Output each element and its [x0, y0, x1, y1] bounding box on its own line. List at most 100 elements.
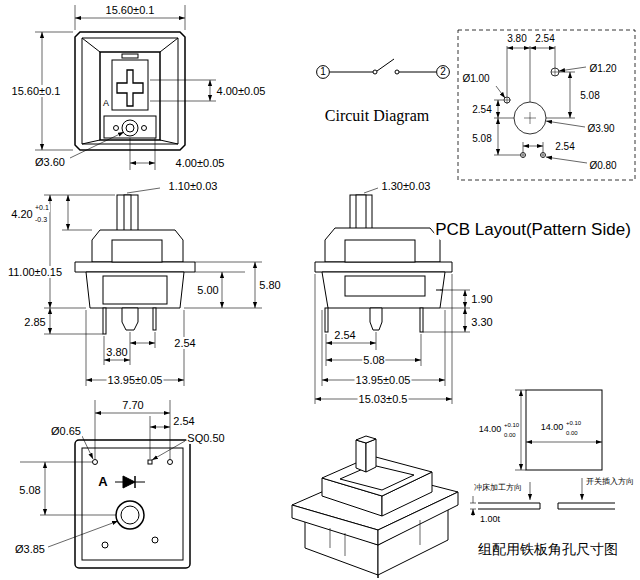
- switch-3d-view: [366, 439, 376, 472]
- dimension-label: 1.00t: [479, 515, 501, 525]
- dimension-label: 3.30: [470, 316, 493, 328]
- switch-top-view: [100, 52, 160, 140]
- dimension-line: [104, 332, 155, 365]
- dimension-line: [523, 142, 543, 152]
- polarity-mark: A: [102, 99, 110, 109]
- switch-side-view: [325, 228, 440, 262]
- switch-3d-view: [377, 575, 379, 578]
- switch-3d-view: [292, 505, 378, 545]
- dimension-line: [507, 48, 530, 49]
- dimension-label: 4.20: [10, 208, 33, 220]
- switch-top-view: [122, 54, 138, 58]
- section-heading: Circuit Diagram: [324, 107, 430, 125]
- pcb-layout: [458, 30, 635, 180]
- plate-cutout: [478, 503, 615, 509]
- dimension-line: [559, 67, 586, 71]
- switch-bottom-view: [123, 476, 135, 488]
- switch-bottom-view: [93, 460, 98, 465]
- dimension-line: [50, 308, 51, 334]
- dimension-label: 2.54: [172, 415, 195, 427]
- dimension-label: 4.00±0.05: [175, 157, 226, 169]
- dimension-line: [582, 478, 583, 500]
- switch-symbol: [330, 59, 436, 74]
- dimension-line: [150, 427, 170, 428]
- pcb-layout: [458, 30, 635, 180]
- dimension-line: [494, 46, 587, 163]
- switch-top-view: [112, 60, 148, 110]
- diameter-label: Ø0.80: [588, 160, 617, 171]
- switch-front-view: [75, 195, 195, 334]
- dimension-line: [44, 188, 262, 386]
- direction-note: 开关插入方向: [585, 478, 635, 487]
- dimension-label: 15.60±0.1: [11, 85, 62, 97]
- switch-symbol: [373, 70, 377, 74]
- dimension-line: [82, 436, 93, 459]
- switch-bottom-view: [168, 460, 173, 465]
- switch-front-view: [86, 272, 184, 308]
- dimension-line: [130, 343, 155, 344]
- dimension-label: 1.10±0.03: [168, 180, 219, 192]
- dimension-line: [530, 482, 531, 500]
- direction-note: 冲床加工方向: [473, 484, 523, 493]
- diameter-label: Ø1.20: [588, 63, 617, 74]
- switch-3d-view: [356, 440, 366, 472]
- dimension-label: 2.54: [333, 329, 356, 341]
- dimension-label: SQ0.50: [186, 432, 225, 444]
- switch-bottom-view: [102, 542, 108, 548]
- tolerance-label: +0.10: [565, 420, 582, 427]
- dimension-line: [45, 462, 46, 515]
- dimension-line: [86, 310, 184, 386]
- switch-3d-view: [322, 456, 432, 496]
- dimension-line: [521, 390, 522, 470]
- dimension-line: [222, 272, 223, 308]
- dimension-line: [530, 48, 555, 49]
- dimension-label: 2.54: [534, 33, 555, 44]
- dimension-line: [35, 5, 216, 170]
- dimension-line: [507, 46, 555, 102]
- dimension-label: 14.00: [540, 423, 565, 433]
- dimension-label: 3.80: [105, 346, 128, 358]
- tolerance-label: 0.00: [503, 432, 517, 439]
- diameter-label: Ø0.65: [50, 425, 82, 437]
- switch-top-view: [75, 32, 185, 150]
- switch-symbol: [377, 59, 394, 71]
- terminal-outline: [317, 66, 330, 79]
- switch-side-view: [345, 240, 415, 262]
- dimension-label: 5.08: [471, 133, 492, 144]
- terminal-outline: [437, 66, 450, 79]
- tolerance-label: +0.10: [503, 422, 520, 429]
- tolerance-label: -0.3: [34, 216, 48, 224]
- dimension-line: [35, 5, 216, 170]
- switch-side-view: [315, 195, 452, 332]
- switch-3d-view: [356, 436, 376, 443]
- dimension-line: [546, 157, 587, 163]
- terminal-number: 2: [440, 67, 446, 77]
- switch-front-view: [122, 308, 138, 330]
- switch-top-view: [126, 124, 134, 132]
- dimension-line: [546, 72, 575, 118]
- dimension-line: [364, 188, 378, 193]
- dimension-label: 15.03±0.5: [358, 393, 409, 405]
- switch-3d-view: [340, 465, 414, 490]
- switch-side-view: [315, 262, 452, 272]
- dimension-label: 2.85: [23, 316, 46, 328]
- dimension-line: [152, 441, 185, 460]
- dimension-label: 5.80: [258, 279, 281, 291]
- dimension-line: [184, 262, 262, 308]
- terminal-number: 1: [320, 67, 326, 77]
- dimension-line: [104, 360, 130, 361]
- pcb-layout: [503, 68, 559, 158]
- dimension-line: [255, 262, 256, 308]
- dimension-line: [470, 390, 602, 516]
- switch-symbol: [330, 72, 436, 73]
- dimension-line: [210, 80, 211, 101]
- figure-caption: 组配用铁板角孔尺寸图: [477, 542, 619, 557]
- dimension-line: [423, 290, 470, 332]
- dimension-label: 14.00: [478, 425, 503, 435]
- dimension-line: [526, 442, 602, 443]
- dimension-line: [130, 163, 155, 164]
- dimension-line: [20, 400, 185, 547]
